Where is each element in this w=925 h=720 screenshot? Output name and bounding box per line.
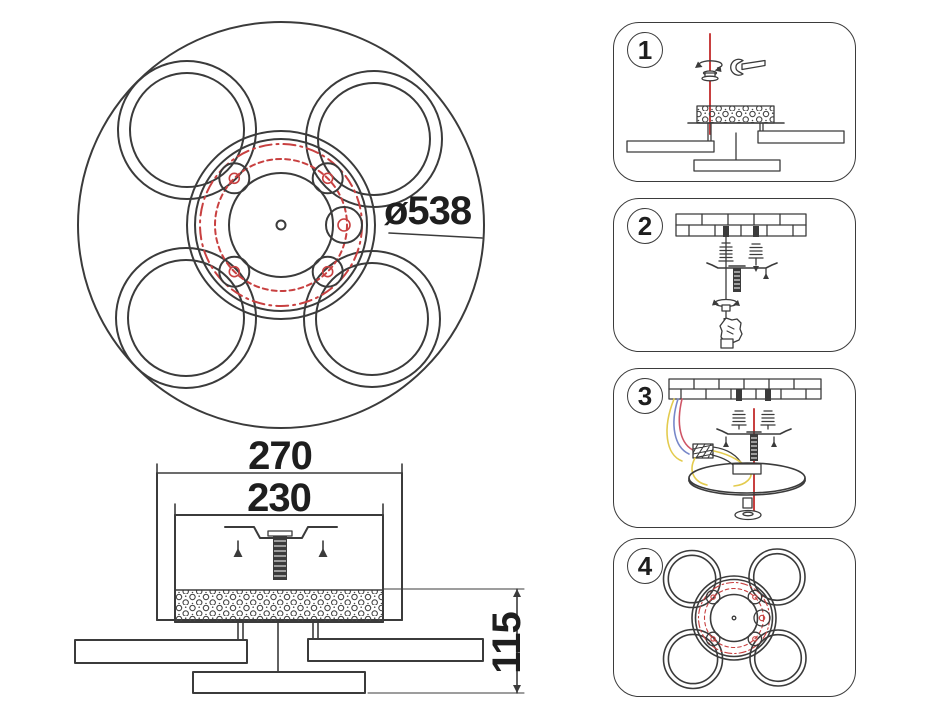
threaded-rod <box>733 268 741 292</box>
diameter-leader-line <box>388 232 483 239</box>
dimension-drawings <box>74 21 525 694</box>
wall-plug-icon <box>753 226 759 237</box>
instruction-step-1: 1 <box>613 22 856 182</box>
terminal-block-icon <box>692 443 714 459</box>
height-label: 115 <box>485 612 529 674</box>
assembled-lamp-bottom-view <box>662 548 807 690</box>
instruction-step-3: 3 <box>613 368 856 528</box>
height-dimension <box>367 588 525 694</box>
spring-anchor-icon <box>731 410 747 430</box>
top-view-drawing <box>77 21 485 429</box>
step-1-illustration <box>626 33 845 172</box>
ring-arm-bottom <box>192 671 366 694</box>
spring-anchor-icon <box>718 242 734 262</box>
instruction-step-4: 4 <box>613 538 856 697</box>
ceiling-bricks <box>675 213 807 237</box>
screw-icon <box>233 540 328 557</box>
hand-icon <box>719 317 743 349</box>
step-2-illustration <box>675 213 807 349</box>
step-number-badge: 2 <box>627 208 663 244</box>
canopy-base <box>688 462 806 521</box>
wall-plug-icon <box>765 389 771 401</box>
step-number-badge: 3 <box>627 378 663 414</box>
step-4-illustration <box>662 548 807 690</box>
step-number-badge: 1 <box>627 32 663 68</box>
mounting-holes <box>218 162 363 288</box>
threaded-rod <box>750 434 758 461</box>
supply-wires <box>666 398 696 462</box>
instruction-step-2: 2 <box>613 198 856 352</box>
diameter-label: ø538 <box>384 189 472 233</box>
step-3-illustration <box>666 378 822 521</box>
ring-arm-left <box>74 639 248 664</box>
step-number-badge: 4 <box>627 548 663 584</box>
rotate-nut-icon <box>695 60 723 82</box>
side-view-drawing <box>74 463 525 694</box>
inner-width-label: 230 <box>247 476 312 520</box>
rotate-nut-icon <box>712 298 740 312</box>
outer-width-label: 270 <box>248 434 313 478</box>
wall-plug-icon <box>723 226 729 237</box>
spring-anchor-icon <box>760 410 776 430</box>
ring-arm-right <box>307 638 484 662</box>
mounting-bracket <box>706 262 778 269</box>
crystal-band <box>176 590 383 621</box>
wrench-icon <box>730 58 766 76</box>
ceiling-bricks <box>668 378 822 400</box>
threaded-rod <box>273 536 287 580</box>
wall-plug-icon <box>736 389 742 401</box>
